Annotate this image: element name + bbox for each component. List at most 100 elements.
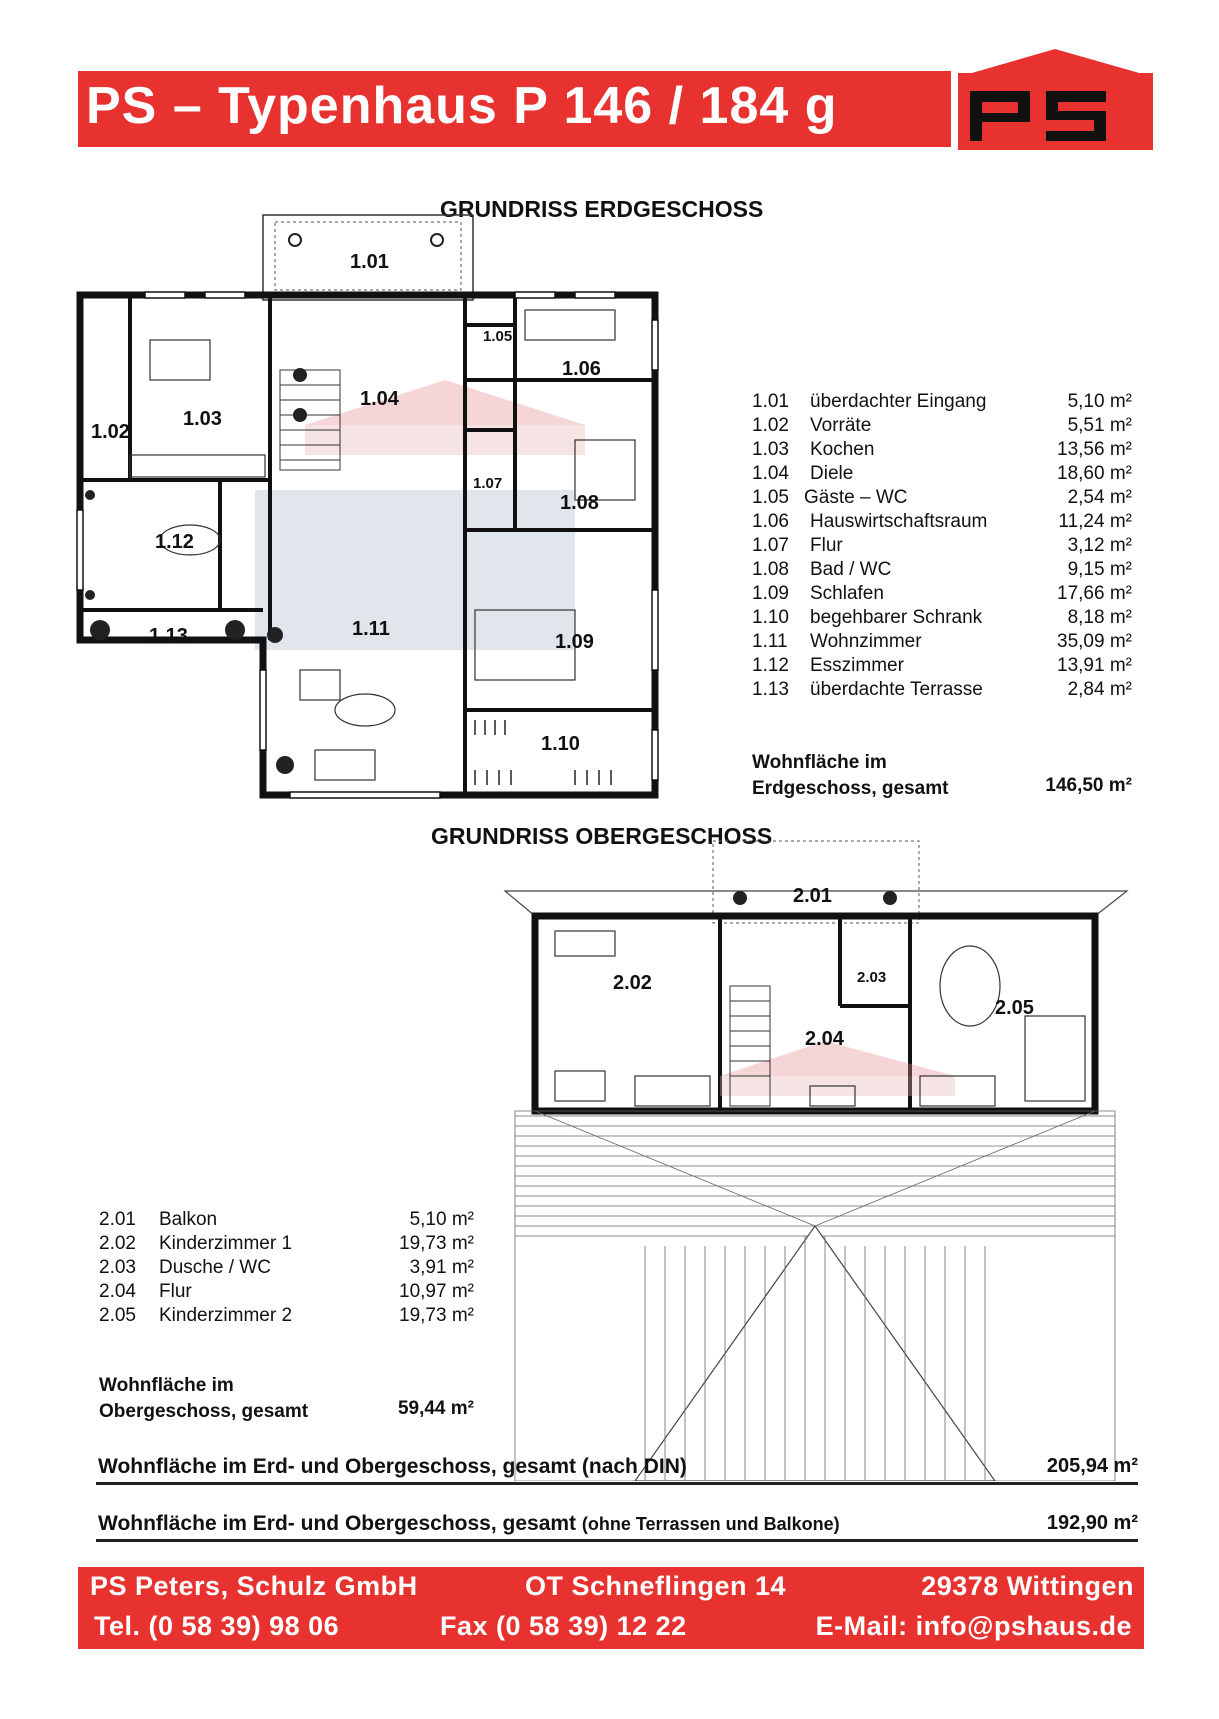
svg-text:2.05: 2.05 xyxy=(995,997,1034,1019)
room-name: Schlafen xyxy=(810,583,884,604)
room-area: 2,84 m² xyxy=(1067,679,1132,700)
svg-text:1.01: 1.01 xyxy=(350,251,389,273)
room-number: 1.04 xyxy=(752,463,789,484)
list-item: 1.05 Gäste – WC 2,54 m² xyxy=(752,486,1132,510)
room-area: 17,66 m² xyxy=(1057,583,1132,604)
room-number: 2.02 xyxy=(99,1233,136,1254)
summary-line-1: Wohnfläche im xyxy=(752,752,887,773)
room-name: Vorräte xyxy=(810,415,872,436)
room-area: 9,15 m² xyxy=(1067,559,1132,580)
total-excl-row: Wohnfläche im Erd- und Obergeschoss, ges… xyxy=(98,1512,1138,1538)
room-name: überdachter Eingang xyxy=(810,391,987,412)
room-number: 1.03 xyxy=(752,439,789,460)
svg-text:2.04: 2.04 xyxy=(805,1028,845,1050)
room-area: 5,10 m² xyxy=(409,1209,474,1230)
list-item: 1.01 überdachter Eingang 5,10 m² xyxy=(752,390,1132,414)
room-name: Gäste – WC xyxy=(804,487,908,508)
divider xyxy=(96,1482,1138,1485)
room-number: 1.13 xyxy=(752,679,789,700)
page-title: PS – Typenhaus P 146 / 184 g xyxy=(86,77,838,135)
svg-text:2.03: 2.03 xyxy=(857,969,886,986)
summary-line-2: Erdgeschoss, gesamt xyxy=(752,778,949,799)
room-area: 19,73 m² xyxy=(399,1233,474,1254)
room-name: Wohnzimmer xyxy=(810,631,922,652)
total-excl-area: 192,90 m² xyxy=(1046,1512,1138,1534)
room-area: 5,10 m² xyxy=(1067,391,1132,412)
divider xyxy=(96,1539,1138,1542)
svg-text:1.05: 1.05 xyxy=(483,328,512,345)
room-area: 5,51 m² xyxy=(1067,415,1132,436)
svg-text:1.09: 1.09 xyxy=(555,631,594,653)
room-area: 2,54 m² xyxy=(1067,487,1132,508)
room-number: 1.01 xyxy=(752,391,789,412)
room-number: 2.04 xyxy=(99,1281,136,1302)
list-item: 1.04 Diele 18,60 m² xyxy=(752,462,1132,486)
ground-floor-summary: Wohnfläche im Erdgeschoss, gesamt xyxy=(752,750,948,802)
room-number: 1.02 xyxy=(752,415,789,436)
summary-line-1: Wohnfläche im xyxy=(99,1375,234,1396)
room-number: 1.05 xyxy=(752,487,789,508)
svg-text:1.13: 1.13 xyxy=(149,625,188,647)
room-area: 35,09 m² xyxy=(1057,631,1132,652)
room-number: 1.12 xyxy=(752,655,789,676)
room-name: Hauswirtschaftsraum xyxy=(810,511,988,532)
logo xyxy=(958,47,1153,150)
svg-text:1.02: 1.02 xyxy=(91,421,130,443)
company-name: PS Peters, Schulz GmbH xyxy=(90,1571,418,1601)
list-item: 2.02 Kinderzimmer 1 19,73 m² xyxy=(99,1232,474,1256)
logo-roof-icon xyxy=(958,49,1153,77)
room-area: 13,56 m² xyxy=(1057,439,1132,460)
ground-floor-room-list: 1.01 überdachter Eingang 5,10 m² 1.02 Vorrä… xyxy=(752,390,1132,702)
room-name: Kinderzimmer 1 xyxy=(159,1233,293,1254)
room-area: 3,91 m² xyxy=(409,1257,474,1278)
svg-text:2.01: 2.01 xyxy=(793,885,832,907)
room-number: 2.05 xyxy=(99,1305,136,1326)
room-name: Esszimmer xyxy=(810,655,904,676)
email-address: E-Mail: info@pshaus.de xyxy=(815,1611,1132,1641)
total-din-area: 205,94 m² xyxy=(1046,1455,1138,1477)
room-number: 1.10 xyxy=(752,607,789,628)
list-item: 1.11 Wohnzimmer 35,09 m² xyxy=(752,630,1132,654)
room-name: Kinderzimmer 2 xyxy=(159,1305,293,1326)
room-name: Flur xyxy=(810,535,843,556)
room-number: 1.08 xyxy=(752,559,789,580)
svg-text:1.12: 1.12 xyxy=(155,531,194,553)
room-name: Diele xyxy=(810,463,854,484)
room-area: 18,60 m² xyxy=(1057,463,1132,484)
room-name: Flur xyxy=(159,1281,192,1302)
room-name: Kochen xyxy=(810,439,875,460)
upper-floor-plan: 2.01 2.02 2.03 2.04 2.05 xyxy=(503,840,1129,1481)
room-number: 1.06 xyxy=(752,511,789,532)
total-din-row: Wohnfläche im Erd- und Obergeschoss, ges… xyxy=(98,1455,1138,1481)
room-number: 1.11 xyxy=(752,631,788,652)
title-bar xyxy=(78,71,951,147)
list-item: 1.02 Vorräte 5,51 m² xyxy=(752,414,1132,438)
svg-text:1.04: 1.04 xyxy=(360,388,400,410)
svg-text:2.02: 2.02 xyxy=(613,972,652,994)
summary-line-2: Obergeschoss, gesamt xyxy=(99,1401,309,1422)
room-number: 1.09 xyxy=(752,583,789,604)
total-excl-label-main: Wohnfläche im Erd- und Obergeschoss, ges… xyxy=(98,1512,577,1535)
room-area: 11,24 m² xyxy=(1058,511,1132,532)
room-name: Balkon xyxy=(159,1209,218,1230)
ground-floor-plan: 1.01 xyxy=(76,214,659,799)
city-address: 29378 Wittingen xyxy=(921,1571,1134,1601)
room-number: 2.03 xyxy=(99,1257,136,1278)
room-name: begehbarer Schrank xyxy=(810,607,983,628)
room-number: 1.07 xyxy=(752,535,789,556)
logo-box xyxy=(958,73,1153,150)
svg-text:1.06: 1.06 xyxy=(562,358,601,380)
room-area: 10,97 m² xyxy=(399,1281,474,1302)
list-item: 1.03 Kochen 13,56 m² xyxy=(752,438,1132,462)
phone-number: Tel. (0 58 39) 98 06 xyxy=(94,1611,340,1641)
total-excl-label: Wohnfläche im Erd- und Obergeschoss, ges… xyxy=(98,1512,840,1536)
room-area: 19,73 m² xyxy=(399,1305,474,1326)
street-address: OT Schneflingen 14 xyxy=(525,1571,787,1601)
